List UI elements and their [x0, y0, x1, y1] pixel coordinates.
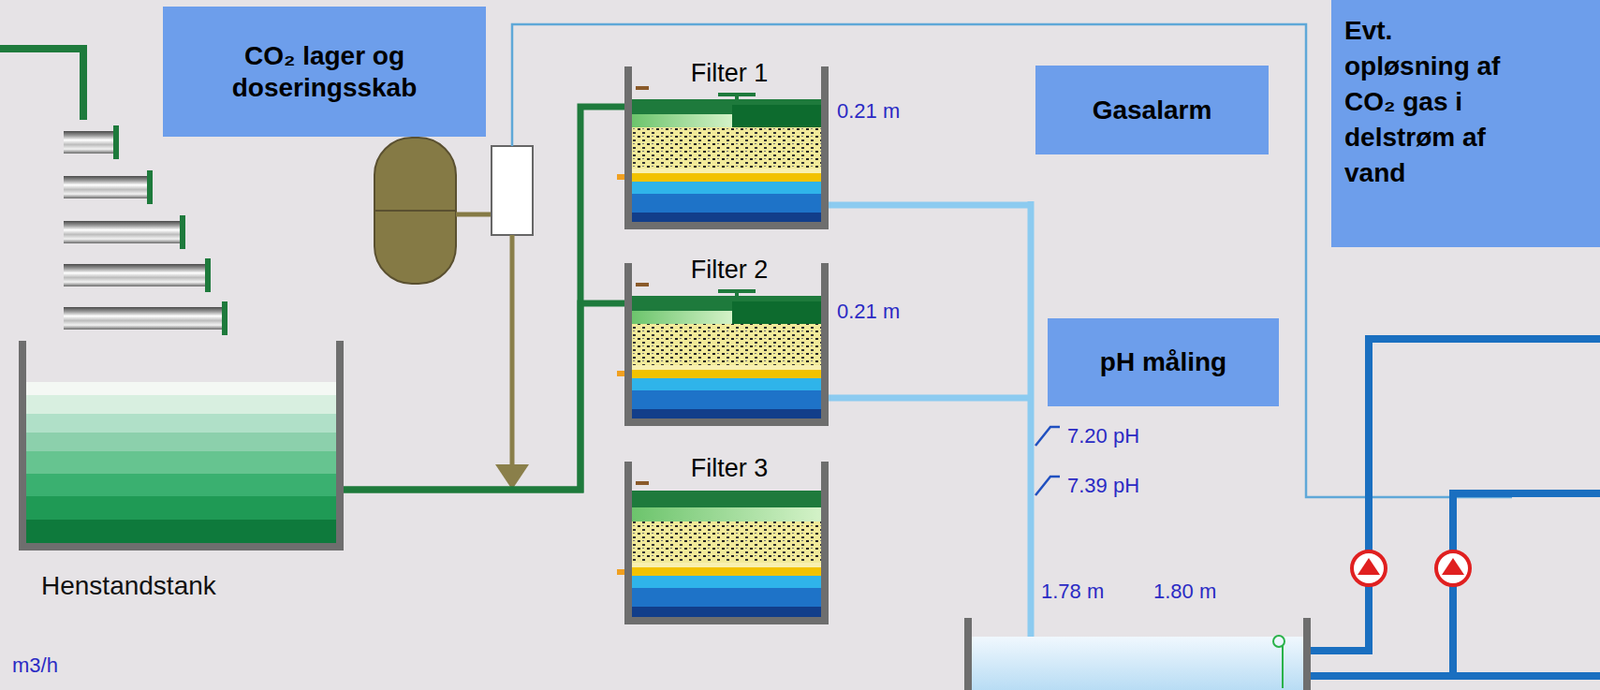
callout-text: pH måling [1100, 346, 1227, 379]
filter-tank: Filter 2 [624, 255, 829, 427]
callout-box: pH måling [1047, 318, 1279, 407]
reading-label: 1.78 m [1041, 579, 1104, 604]
holding-tank: Henstandstank [18, 340, 344, 605]
filter-drawing [616, 263, 829, 426]
inlet-pipe [0, 48, 84, 120]
reading-label: 1.80 m [1153, 579, 1217, 604]
co2-tank [374, 137, 533, 490]
clear-water-tank [964, 617, 1311, 690]
filter-tank: Filter 3 [624, 454, 829, 626]
reading-label: m3/h [12, 653, 59, 678]
ph-sensor [1035, 426, 1060, 496]
callout-box: Gasalarm [1035, 65, 1269, 155]
filter-title: Filter 2 [624, 255, 829, 284]
reading-label: 0.21 m [836, 299, 900, 324]
pipe-connector [343, 106, 625, 490]
callout-box: Evt. opløsning af CO₂ gas i delstrøm af … [1331, 0, 1600, 248]
reading-label: 7.39 pH [1067, 473, 1140, 499]
pipe-connector [343, 303, 625, 490]
filter-tank: Filter 1 [624, 58, 829, 231]
callout-text: CO₂ lager og doseringsskab [174, 40, 475, 104]
reading-label: 7.20 pH [1067, 424, 1140, 449]
filter-title: Filter 3 [624, 454, 829, 483]
tank-label: Henstandstank [41, 571, 344, 602]
filter-drawing [616, 66, 829, 230]
holding-tank-drawing [18, 340, 344, 551]
callout-text: Gasalarm [1092, 94, 1213, 127]
cascade-aerator [63, 125, 228, 336]
pump-pipes [1310, 338, 1600, 676]
filter-title: Filter 1 [624, 58, 829, 88]
reading-label: 0.21 m [836, 99, 900, 124]
filter-drawing [616, 461, 829, 625]
filtrate-pipe [828, 201, 1031, 646]
callout-box: CO₂ lager og doseringsskab [162, 6, 486, 137]
callout-text: Evt. opløsning af CO₂ gas i delstrøm af … [1344, 13, 1518, 191]
